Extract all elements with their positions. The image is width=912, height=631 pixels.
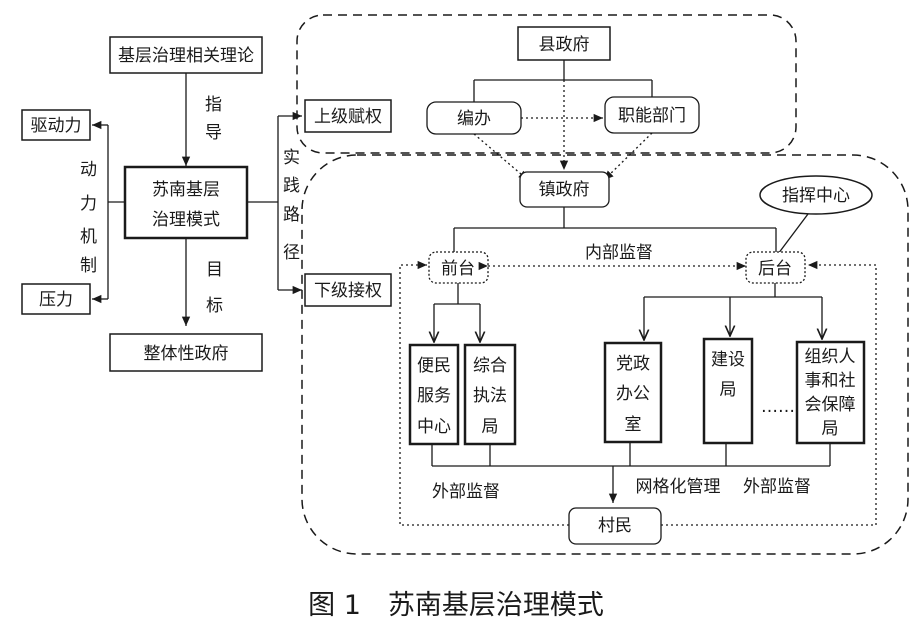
model-label-2: 治理模式 bbox=[152, 210, 220, 230]
law-enforcement-label-2: 执法 bbox=[473, 386, 507, 406]
back-office-label: 后台 bbox=[758, 259, 792, 279]
pressure-label: 压力 bbox=[39, 290, 73, 310]
county-region bbox=[296, 14, 797, 154]
villagers-label: 村民 bbox=[598, 516, 632, 536]
figure-caption: 图 1 苏南基层治理模式 bbox=[308, 590, 604, 621]
construction-label-1: 建设 bbox=[711, 350, 745, 370]
party-office-label-2: 办公 bbox=[616, 384, 650, 404]
grid-management-label: 网格化管理 bbox=[636, 477, 721, 497]
villagers-box bbox=[568, 507, 662, 545]
guide-label-2: 导 bbox=[205, 123, 222, 143]
mechanism-label-2: 力 bbox=[80, 194, 97, 214]
practice-label-3: 路 bbox=[283, 205, 300, 225]
lower-receive-label: 下级接权 bbox=[314, 281, 382, 301]
external-supervision-left-label: 外部监督 bbox=[432, 482, 500, 502]
functional-depts-label: 职能部门 bbox=[618, 106, 686, 126]
guide-label-1: 指 bbox=[205, 95, 222, 115]
internal-supervision-label: 内部监督 bbox=[585, 243, 653, 263]
town-gov-label: 镇政府 bbox=[539, 180, 590, 200]
personnel-bureau-label-2: 事和社 bbox=[805, 371, 856, 391]
model-label-1: 苏南基层 bbox=[152, 180, 220, 200]
front-office-label: 前台 bbox=[441, 259, 475, 279]
pressure-box bbox=[21, 283, 91, 315]
personnel-bureau-label-1: 组织人 bbox=[805, 347, 856, 367]
theory-label: 基层治理相关理论 bbox=[118, 46, 254, 66]
party-office-label-3: 室 bbox=[625, 415, 642, 435]
ellipsis-label: …… bbox=[761, 397, 795, 417]
personnel-bureau-label-4: 局 bbox=[822, 419, 839, 439]
practice-label-1: 实 bbox=[283, 148, 300, 168]
external-supervision-right-loop bbox=[661, 260, 877, 526]
law-enforcement-box bbox=[463, 343, 517, 446]
personnel-bureau-label-3: 会保障 bbox=[805, 395, 856, 415]
theory-box bbox=[109, 36, 263, 74]
mechanism-label-4: 制 bbox=[80, 256, 97, 276]
staffing-to-town-arrow bbox=[473, 133, 529, 181]
goal-label-1: 目 bbox=[206, 260, 223, 280]
service-center-box bbox=[408, 343, 460, 446]
external-supervision-right-label: 外部监督 bbox=[743, 477, 811, 497]
upper-empower-box bbox=[304, 99, 392, 133]
lower-receive-box bbox=[304, 273, 392, 307]
law-enforcement-label-3: 局 bbox=[482, 417, 499, 437]
party-office-label-1: 党政 bbox=[616, 354, 650, 374]
drive-box bbox=[21, 109, 91, 141]
party-office-box bbox=[603, 341, 663, 444]
command-center-oval bbox=[759, 175, 873, 215]
construction-box bbox=[702, 337, 754, 445]
command-center-label: 指挥中心 bbox=[782, 186, 850, 206]
service-center-label-3: 中心 bbox=[417, 417, 451, 437]
upper-empower-label: 上级赋权 bbox=[314, 107, 382, 127]
model-box bbox=[123, 165, 249, 240]
practice-label-2: 践 bbox=[283, 176, 300, 196]
whole-gov-label: 整体性政府 bbox=[144, 344, 229, 364]
command-to-back-line bbox=[774, 213, 809, 259]
mechanism-label-1: 动 bbox=[80, 160, 97, 180]
whole-gov-box bbox=[109, 333, 263, 372]
service-center-label-1: 便民 bbox=[417, 356, 451, 376]
construction-label-2: 局 bbox=[720, 380, 737, 400]
county-gov-label: 县政府 bbox=[539, 35, 590, 55]
town-region bbox=[301, 154, 909, 555]
law-enforcement-label-1: 综合 bbox=[473, 356, 507, 376]
goal-label-2: 标 bbox=[206, 296, 223, 316]
back-office-box bbox=[745, 251, 806, 284]
practice-label-4: 径 bbox=[283, 243, 300, 263]
functional-to-town-arrow bbox=[603, 132, 653, 181]
mechanism-label-3: 机 bbox=[80, 227, 97, 247]
staffing-office-label: 编办 bbox=[457, 109, 491, 129]
service-center-label-2: 服务 bbox=[417, 386, 451, 406]
drive-label: 驱动力 bbox=[31, 116, 82, 136]
personnel-bureau-box bbox=[795, 340, 866, 445]
